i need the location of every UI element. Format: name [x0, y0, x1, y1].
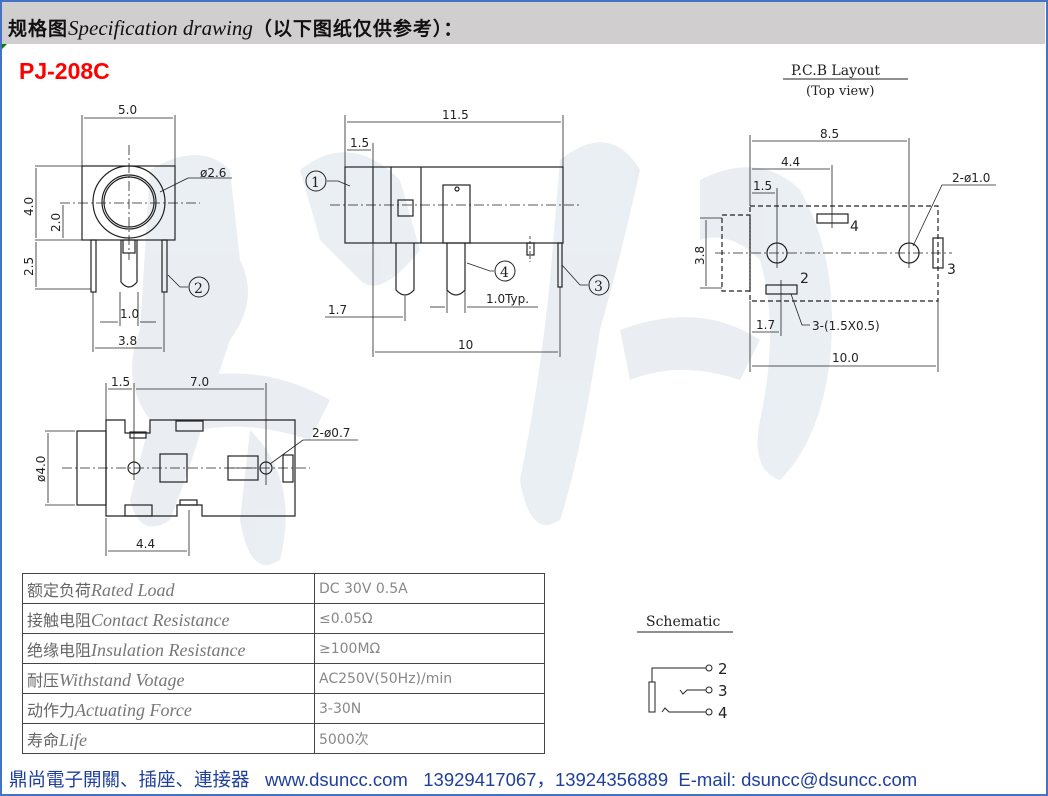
pcb-dim-pads: 3-(1.5X0.5): [812, 319, 880, 333]
pcb-dim-hole1: 1.5: [753, 179, 772, 193]
spec-label-en: Insulation Resistance: [91, 639, 246, 660]
spec-label: 接触电阻Contact Resistance: [22, 603, 315, 634]
schematic-pin-2: 2: [718, 660, 728, 678]
spec-row: 接触电阻Contact Resistance≤0.05Ω: [22, 603, 545, 634]
spec-label-cn: 接触电阻: [27, 610, 92, 630]
callout-1: 1: [311, 175, 320, 191]
spec-label-cn: 动作力: [27, 700, 76, 720]
schematic-pin-3: 3: [718, 682, 728, 700]
spec-label: 动作力Actuating Force: [22, 693, 315, 724]
schematic-pin-4: 4: [718, 704, 728, 722]
pcb-dim-height: 3.8: [693, 246, 707, 265]
spec-value: DC 30V 0.5A: [314, 573, 545, 604]
header-title-suffix: （以下图纸仅供参考）：: [252, 18, 464, 40]
dim-pin: 4.4: [136, 537, 155, 551]
dim-left: 1.5: [111, 375, 130, 389]
callout-4: 4: [500, 265, 509, 281]
spec-label-en: Withstand Votage: [59, 669, 185, 690]
dim-pin-width: 1.0: [120, 307, 139, 321]
footer-email[interactable]: E-mail: dsuncc@dsuncc.com: [678, 769, 918, 790]
dim-pin-len: 2.5: [22, 257, 36, 276]
spec-value: ≥100MΩ: [314, 633, 545, 664]
spec-label-cn: 绝缘电阻: [27, 640, 92, 660]
spec-label-en: Rated Load: [91, 579, 175, 600]
pcb-dim-pad4: 4.4: [781, 155, 800, 169]
dim-span: 10: [458, 338, 473, 352]
pcb-layout-labels: P.C.B Layout (Top view) 8.5 4.4 1.5 3.8 …: [693, 63, 990, 365]
spec-value: ≤0.05Ω: [314, 603, 545, 634]
schematic: [637, 631, 733, 716]
spec-label: 寿命Life: [22, 723, 315, 754]
header-bar: 规格图Specification drawing（以下图纸仅供参考）：: [2, 2, 1045, 44]
dim-span: 7.0: [190, 375, 209, 389]
dim-height: 4.0: [22, 197, 36, 216]
front-view: [35, 115, 232, 352]
dim-offset: 1.7: [328, 303, 347, 317]
footer-website[interactable]: www.dsuncc.com: [264, 769, 408, 790]
spec-label-cn: 额定负荷: [27, 580, 92, 600]
pcb-subtitle: (Top view): [806, 84, 874, 99]
bottom-view: [45, 383, 358, 556]
pcb-dim-pad2: 1.7: [756, 318, 775, 332]
spec-label: 耐压Withstand Votage: [22, 663, 315, 694]
corner-marker: [2, 44, 7, 49]
spec-value: AC250V(50Hz)/min: [314, 663, 545, 694]
spec-label-cn: 寿命: [27, 730, 60, 750]
part-number: PJ-208C: [19, 58, 110, 84]
side-view-labels: 11.5 1.5 1.7 1.0Typ. 10 1 4 3: [311, 108, 603, 352]
pcb-dim-total: 8.5: [820, 127, 839, 141]
spec-value: 5000次: [314, 723, 545, 754]
footer-company: 鼎尚電子開關、插座、連接器: [9, 769, 250, 790]
header-title-cn: 规格图: [8, 18, 69, 40]
spec-label-en: Life: [59, 729, 88, 750]
spec-label: 额定负荷Rated Load: [22, 573, 315, 604]
spec-label-en: Actuating Force: [75, 699, 192, 720]
pcb-pin-4: 4: [850, 219, 859, 235]
dim-length: 11.5: [442, 108, 469, 122]
pcb-pin-2: 2: [800, 271, 809, 287]
schematic-title: Schematic: [646, 614, 720, 630]
footer: 鼎尚電子開關、插座、連接器 www.dsuncc.com 13929417067…: [9, 766, 917, 792]
pcb-title: P.C.B Layout: [791, 63, 880, 79]
dim-center: 2.0: [49, 213, 63, 232]
callout-2: 2: [194, 281, 203, 297]
front-view-labels: 5.0 ø2.6 4.0 2.0 2.5 1.0 3.8 2: [22, 103, 226, 348]
spec-label-en: Contact Resistance: [91, 609, 230, 630]
dim-front: 1.5: [350, 136, 369, 150]
dim-dia: ø4.0: [34, 456, 48, 482]
pcb-layout: [700, 78, 996, 372]
pcb-dim-holes: 2-ø1.0: [952, 171, 990, 185]
spec-label-cn: 耐压: [27, 670, 60, 690]
watermark: [130, 142, 832, 565]
schematic-labels: Schematic 2 3 4: [646, 614, 728, 722]
side-view: [305, 115, 610, 357]
dim-hole: ø2.6: [200, 166, 226, 180]
spec-row: 绝缘电阻Insulation Resistance≥100MΩ: [22, 633, 545, 664]
pcb-dim-width: 10.0: [832, 351, 859, 365]
callout-3: 3: [594, 279, 603, 295]
dim-holes: 2-ø0.7: [312, 426, 350, 440]
dim-pin-typ: 1.0Typ.: [486, 292, 529, 306]
bottom-view-labels: 1.5 7.0 ø4.0 2-ø0.7 4.4: [34, 375, 350, 551]
spec-value: 3-30N: [314, 693, 545, 724]
header-title-en: Specification drawing: [68, 16, 253, 40]
pcb-pin-3: 3: [947, 262, 956, 278]
spec-label: 绝缘电阻Insulation Resistance: [22, 633, 315, 664]
header-title: 规格图Specification drawing（以下图纸仅供参考）：: [8, 14, 463, 41]
dim-pin-span: 3.8: [118, 334, 137, 348]
dim-width: 5.0: [118, 103, 137, 117]
footer-phones: 13929417067，13924356889: [423, 769, 669, 790]
